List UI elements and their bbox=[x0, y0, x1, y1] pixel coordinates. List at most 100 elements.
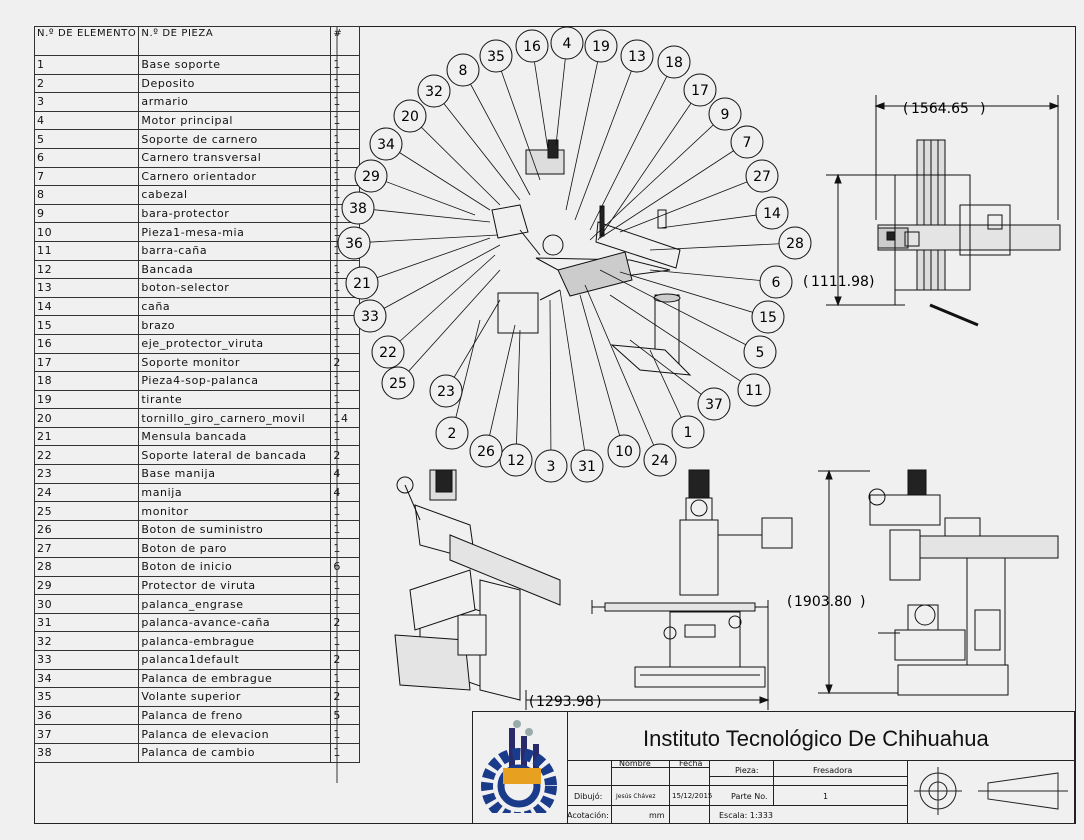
balloon-label: 11 bbox=[745, 383, 763, 399]
balloon-circle bbox=[499, 443, 533, 477]
balloon-circle bbox=[550, 26, 584, 60]
bom-part-name: Base soporte bbox=[138, 55, 332, 75]
balloon-label: 24 bbox=[651, 453, 669, 469]
side-view bbox=[868, 469, 1059, 696]
bom-part-name: Palanca de cambio bbox=[138, 742, 332, 763]
balloon-circle bbox=[515, 29, 549, 63]
balloon: 15 bbox=[619, 271, 785, 334]
bom-part-name: Pieza4-sop-palanca bbox=[138, 371, 332, 391]
balloon-leader bbox=[574, 55, 638, 221]
bom-part-name: Soporte monitor bbox=[138, 352, 332, 373]
acotacion-label: Acotación: bbox=[567, 811, 609, 820]
balloon-label: 35 bbox=[487, 49, 505, 65]
balloon-label: 27 bbox=[753, 169, 771, 185]
balloon: 34 bbox=[369, 127, 491, 211]
balloon: 25 bbox=[381, 269, 501, 400]
projection-symbol bbox=[914, 767, 1068, 815]
balloon: 23 bbox=[429, 299, 501, 408]
svg-text:(: ( bbox=[529, 694, 534, 710]
balloon-label: 26 bbox=[477, 444, 495, 460]
bom-part-name: Volante superior bbox=[138, 687, 332, 707]
balloon-label: 28 bbox=[786, 236, 804, 252]
balloon: 14 bbox=[659, 196, 789, 230]
pieza-label: Pieza: bbox=[735, 766, 759, 775]
balloon-circle bbox=[353, 299, 387, 333]
svg-text:): ) bbox=[596, 694, 601, 710]
dim-top-height: 1111.98 bbox=[811, 274, 869, 290]
balloon-leader bbox=[370, 175, 476, 216]
balloon-circle bbox=[429, 374, 463, 408]
top-view-dimensions bbox=[826, 95, 1060, 307]
balloon-leader bbox=[361, 237, 491, 284]
bom-part-name: manija bbox=[138, 482, 332, 503]
balloon-circle bbox=[657, 45, 691, 79]
balloon-leader bbox=[462, 69, 531, 196]
balloon: 21 bbox=[345, 237, 491, 300]
bom-element-number: 22 bbox=[33, 445, 140, 466]
institution-name: Instituto Tecnológico De Chihuahua bbox=[643, 726, 989, 751]
balloon: 33 bbox=[353, 244, 501, 333]
balloon-leader bbox=[531, 45, 549, 151]
balloon-circle bbox=[354, 159, 388, 193]
balloon: 9 bbox=[589, 97, 742, 241]
balloon-label: 12 bbox=[507, 453, 525, 469]
bom-part-name: Soporte de carnero bbox=[138, 129, 332, 149]
balloon-label: 25 bbox=[389, 376, 407, 392]
balloon-label: 22 bbox=[379, 345, 397, 361]
balloon-circle bbox=[345, 266, 379, 300]
institute-logo bbox=[481, 720, 557, 813]
bom-element-number: 20 bbox=[33, 408, 140, 428]
balloon-leader bbox=[649, 269, 777, 283]
balloon-leader bbox=[619, 175, 763, 233]
fecha-label: Fecha bbox=[679, 759, 703, 768]
balloon-label: 38 bbox=[349, 201, 367, 217]
bom-element-number: 21 bbox=[33, 426, 140, 447]
balloon-circle bbox=[479, 39, 513, 73]
side-view-dimensions bbox=[818, 469, 898, 695]
balloon-leader bbox=[555, 42, 568, 146]
svg-text:(: ( bbox=[803, 274, 808, 290]
balloon-leader bbox=[451, 319, 481, 434]
dibujo-date: 15/12/2015 bbox=[672, 792, 713, 800]
balloon: 20 bbox=[393, 99, 501, 206]
acotacion-value: mm bbox=[649, 811, 665, 820]
balloon-label: 36 bbox=[345, 236, 363, 252]
bom-part-name: caña bbox=[138, 296, 332, 317]
balloon-label: 31 bbox=[578, 459, 596, 475]
balloon-label: 17 bbox=[691, 83, 709, 99]
balloon-circle bbox=[337, 226, 371, 260]
bom-header-qty: # bbox=[330, 26, 361, 56]
balloon-label: 14 bbox=[763, 206, 781, 222]
balloon-circle bbox=[341, 191, 375, 225]
balloon-circle bbox=[743, 335, 777, 369]
balloon-label: 34 bbox=[377, 137, 395, 153]
balloon: 10 bbox=[579, 294, 641, 468]
balloon-leader bbox=[589, 113, 726, 241]
balloon-label: 23 bbox=[437, 384, 455, 400]
title-block: Instituto Tecnológico De Chihuahua Nombr… bbox=[472, 711, 1075, 824]
balloon-circle bbox=[534, 449, 568, 483]
balloon-label: 1 bbox=[684, 425, 693, 441]
balloon-circle bbox=[737, 373, 771, 407]
isometric-view bbox=[394, 469, 561, 701]
balloon: 17 bbox=[597, 73, 717, 241]
bom-element-number: 13 bbox=[33, 278, 140, 298]
svg-text:): ) bbox=[860, 594, 865, 610]
balloon-label: 3 bbox=[547, 459, 556, 475]
balloon-leader bbox=[369, 244, 501, 317]
svg-text:(: ( bbox=[903, 101, 908, 117]
balloon: 18 bbox=[589, 45, 691, 231]
balloon: 19 bbox=[565, 29, 618, 211]
balloon: 12 bbox=[499, 329, 533, 477]
balloon-label: 18 bbox=[665, 55, 683, 71]
balloon-label: 9 bbox=[721, 107, 730, 123]
